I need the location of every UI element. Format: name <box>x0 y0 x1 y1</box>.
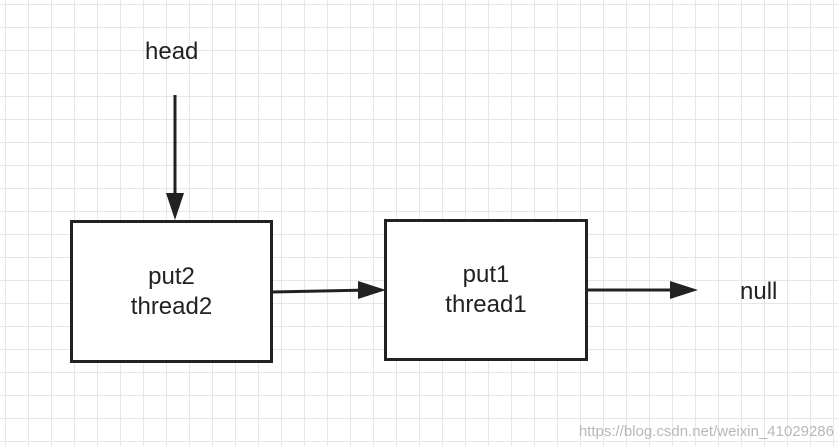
arrowhead-head-to-put2 <box>166 193 184 220</box>
watermark-text: https://blog.csdn.net/weixin_41029286 <box>578 423 834 440</box>
null-label: null <box>740 278 778 305</box>
node-put1-line1: put1 <box>462 261 510 288</box>
head-label: head <box>145 38 199 65</box>
arrow-put2-to-put1 <box>271 288 371 294</box>
node-put2-line1: put2 <box>148 262 195 290</box>
node-put2: put2 thread2 <box>70 220 273 363</box>
arrowhead-put2-to-put1 <box>358 281 386 299</box>
node-put1-line2: thread1 <box>445 291 527 318</box>
node-put2-line2: thread2 <box>130 292 213 320</box>
node-put1: put1 thread1 <box>384 219 588 361</box>
arrowhead-put1-to-null <box>670 281 698 299</box>
